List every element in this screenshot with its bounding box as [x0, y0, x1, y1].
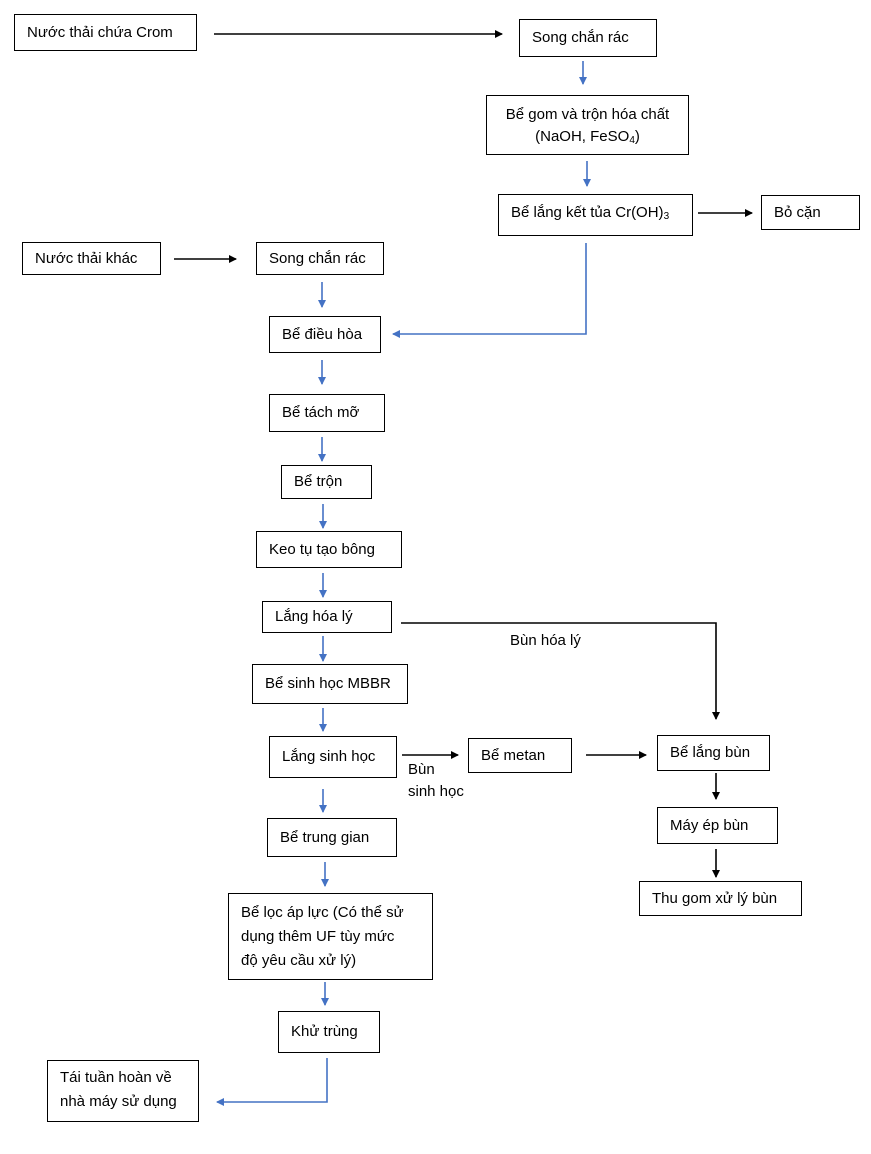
node-label: Nước thải chứa Crom	[27, 23, 173, 41]
label-bio-sludge-line2: sinh học	[408, 783, 464, 800]
node-label-line3: độ yêu cầu xử lý)	[241, 952, 357, 969]
node-precipitation-tank: Bể lắng kết tủa Cr(OH)3	[498, 194, 693, 236]
node-sludge-collection: Thu gom xử lý bùn	[639, 881, 802, 916]
node-label-line2: (NaOH, FeSO4)	[535, 128, 640, 146]
node-label: Khử trùng	[291, 1023, 358, 1040]
node-label: Bể trung gian	[280, 828, 370, 846]
node-coagulation: Keo tụ tạo bông	[256, 531, 402, 568]
node-label: Lắng sinh học	[282, 748, 376, 765]
node-label: Máy ép bùn	[670, 816, 749, 834]
node-methane-tank: Bể metan	[468, 738, 572, 773]
node-label: Bể metan	[481, 746, 546, 764]
label-bio-sludge-line1: Bùn	[408, 761, 435, 778]
node-chrome-wastewater: Nước thải chứa Crom	[14, 14, 197, 51]
node-mixer: Bể trộn	[281, 465, 372, 499]
node-label: Bể sinh học MBBR	[265, 675, 391, 692]
node-label-line1: Bể lọc áp lực (Có thể sử	[241, 904, 404, 921]
node-label-line2: nhà máy sử dụng	[60, 1093, 177, 1110]
node-label: Keo tụ tạo bông	[269, 540, 375, 558]
node-label: Bể điều hòa	[282, 325, 363, 343]
node-label: Bể trộn	[294, 473, 343, 490]
node-grease-trap: Bể tách mỡ	[269, 394, 385, 432]
node-pressure-filter: Bể lọc áp lực (Có thể sử dụng thêm UF tù…	[228, 893, 433, 980]
node-label: Nước thải khác	[35, 249, 138, 267]
node-screen-1: Song chắn rác	[519, 19, 657, 57]
node-label: Bỏ cặn	[774, 203, 821, 221]
node-mbbr: Bể sinh học MBBR	[252, 664, 408, 704]
node-mixing-tank: Bể gom và trộn hóa chất (NaOH, FeSO4)	[486, 95, 689, 155]
node-other-wastewater: Nước thải khác	[22, 242, 161, 275]
node-label: Bể lắng bùn	[670, 744, 751, 761]
node-equalization: Bể điều hòa	[269, 316, 381, 353]
node-label: Bể tách mỡ	[282, 404, 360, 421]
node-disinfection: Khử trùng	[278, 1011, 380, 1053]
node-chem-settling: Lắng hóa lý	[262, 601, 392, 633]
node-label-line2: dụng thêm UF tùy mức	[241, 928, 395, 945]
arrow-disinfection-to-recycle	[216, 1058, 328, 1106]
node-residue: Bỏ cặn	[761, 195, 860, 230]
arrow-precip-to-equalization	[392, 243, 587, 338]
node-sludge-settling: Bể lắng bùn	[657, 735, 770, 771]
node-label: Lắng hóa lý	[275, 608, 353, 625]
arrow-chem-sludge	[401, 622, 720, 720]
node-bio-settling: Lắng sinh học	[269, 736, 397, 778]
node-label-line1: Bể gom và trộn hóa chất	[505, 106, 670, 123]
node-sludge-press: Máy ép bùn	[657, 807, 778, 844]
node-label: Bể lắng kết tủa Cr(OH)3	[511, 204, 670, 222]
node-screen-2: Song chắn rác	[256, 242, 384, 275]
node-label-line1: Tái tuần hoàn về	[60, 1069, 172, 1086]
node-label: Song chắn rác	[532, 29, 629, 46]
node-recycle: Tái tuần hoàn về nhà máy sử dụng	[47, 1060, 199, 1122]
label-chem-sludge: Bùn hóa lý	[510, 632, 581, 649]
node-label: Thu gom xử lý bùn	[652, 889, 778, 907]
node-intermediate: Bể trung gian	[267, 818, 397, 857]
node-label: Song chắn rác	[269, 249, 366, 267]
